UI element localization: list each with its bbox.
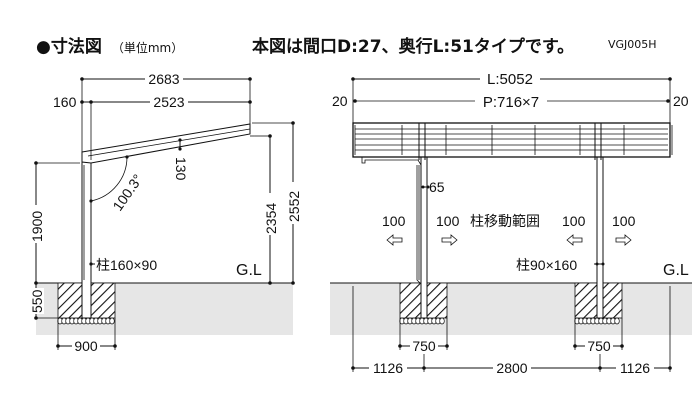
move-left-2: 100 [562,213,586,229]
dim-span-left: 1126 [373,360,403,376]
dim-footing-right: 750 [587,338,611,354]
dim-span-center: 2800 [496,360,527,376]
product-code: VGJ005H [608,38,657,51]
post-size-label: 柱90×160 [516,257,577,273]
dim-span-right: 1126 [620,360,650,376]
ground-level-label: G.L [236,262,262,279]
arrow-right-icon [441,234,458,246]
move-right-2: 100 [612,213,636,229]
title-text: ●寸法図 [36,37,102,57]
dim-total-depth: 2683 [148,71,179,87]
post [81,159,92,319]
arrow-right-icon [615,234,632,246]
roof-panel [352,122,671,158]
dim-footing-width: 900 [74,338,98,354]
gravel [57,317,115,325]
gravel-stone [614,317,620,325]
roof-beam [81,123,251,164]
move-range-label: 柱移動範囲 [470,213,540,229]
dim-front-height-low: 2354 [263,203,279,234]
post-left [420,156,428,319]
dim-beam-height: 130 [173,157,189,181]
dim-gutter-offset: 65 [429,179,445,195]
dim-offset: 160 [53,94,77,110]
gutter [361,157,422,166]
gravel-stone [109,317,115,325]
arrow-left-icon [566,234,583,246]
dim-footing-left: 750 [412,338,436,354]
dim-post-height: 1900 [29,211,45,242]
drawing-title: ●寸法図 （単位mm） [36,32,183,57]
post-right [596,156,604,319]
gravel-stone [439,317,445,325]
side-view: 2683 160 2523 130 100.3° 1900 550 900 [28,70,302,354]
ground-level-label: G.L [663,262,689,279]
front-view: L:5052 P:716×7 20 20 65 100 100 柱移動範囲 10… [330,70,692,376]
ground-area [330,283,692,335]
downpipe [416,165,421,284]
type-note: 本図は間口D:27、奥行L:51タイプです。 [252,37,575,57]
dim-edge-right: 20 [673,93,689,109]
dim-front-height-high: 2552 [286,191,302,222]
dim-post-to-front: 2523 [153,94,184,110]
post-size-label: 柱160×90 [96,257,157,273]
roof-slats [354,123,673,160]
dim-pitch: P:716×7 [483,94,539,111]
move-left-1: 100 [382,213,406,229]
dim-edge-left: 20 [332,93,348,109]
angle-label: 100.3° [109,171,145,213]
dim-embed-depth: 550 [29,289,45,313]
move-right-1: 100 [436,213,460,229]
dim-length: L:5052 [487,71,533,88]
gravel [399,317,620,325]
unit-label: （単位mm） [111,41,184,55]
arrow-left-icon [386,234,403,246]
